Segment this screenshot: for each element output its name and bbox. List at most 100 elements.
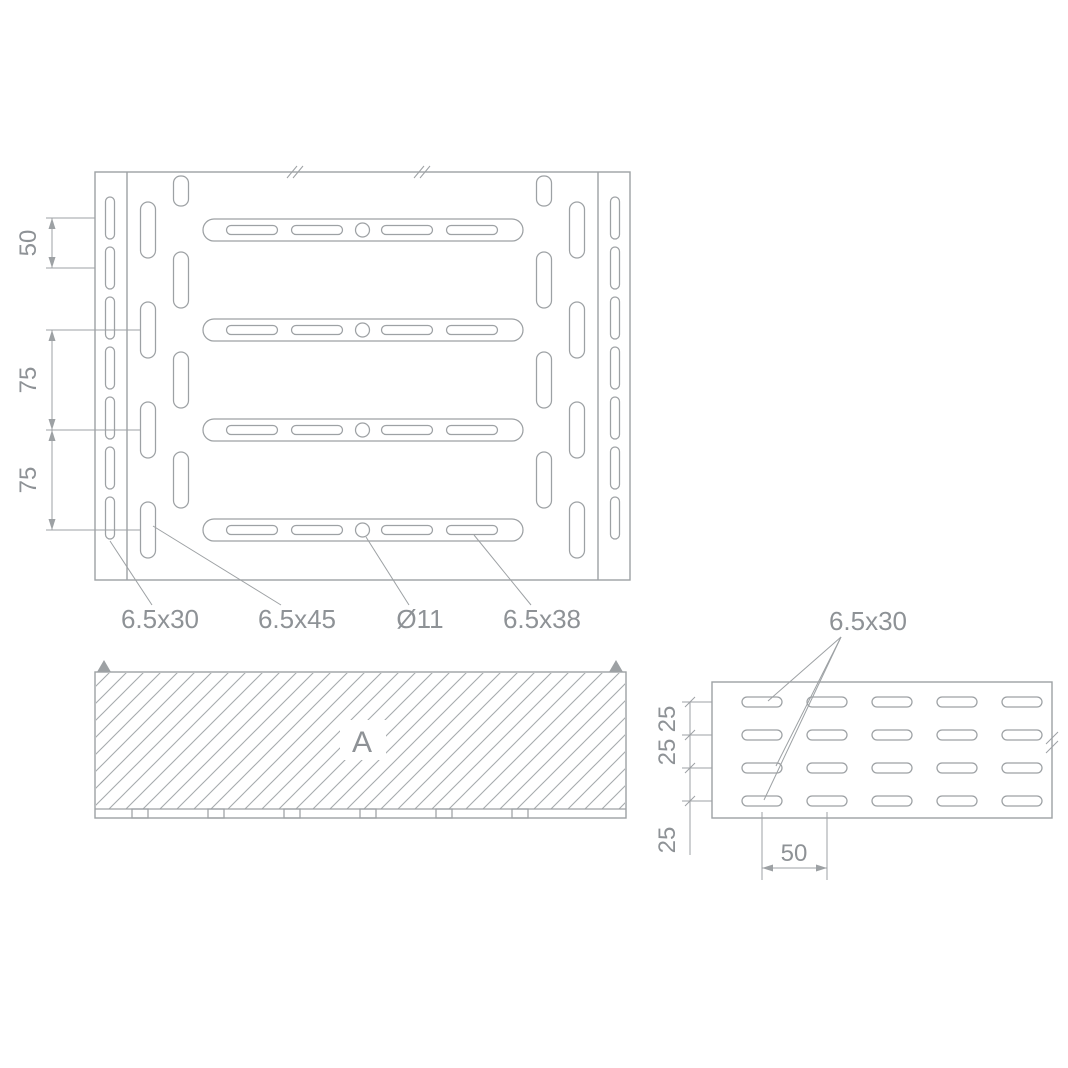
top-view: 50 75 75 [15,165,631,634]
callout-long-slot-label: 6.5x45 [258,604,336,634]
arrowhead [816,864,827,872]
dimension-75-lower: 75 [15,430,141,531]
slot [225,224,279,236]
slot [936,696,978,708]
slot [104,396,116,440]
section-label: A [352,726,372,759]
slot [380,324,434,336]
notch [207,808,225,819]
slot [445,524,499,536]
dimension-25-chain: 25 25 25 [654,696,712,855]
slot [936,762,978,774]
slot [104,296,116,340]
slot [172,175,190,207]
slot [535,175,553,207]
slot [380,424,434,436]
left-rail-hook [97,660,111,672]
side-view-outline [711,681,1053,819]
slot [172,351,190,409]
dimension-75-upper: 75 [15,329,141,431]
slot [871,696,913,708]
slot [445,324,499,336]
slot [535,351,553,409]
slot [806,762,848,774]
callout-floor-slot-label: 6.5x38 [503,604,581,634]
right-rail-hook [609,660,623,672]
floor-slot-row-2 [202,318,524,342]
arrowhead [48,330,56,341]
slot [568,401,586,459]
dim-50-label: 50 [15,230,42,257]
arrowhead [48,430,56,441]
slot [290,524,344,536]
arrowhead [48,257,56,268]
break-marks-top-edge [286,165,431,179]
bottom-notches [131,808,529,819]
arrowhead [48,419,56,430]
center-hole [354,322,371,338]
left-long-slot-column-inner [172,175,190,509]
slot [609,396,621,440]
floor-slot-row-3 [202,418,524,442]
slot [609,196,621,240]
left-long-slot-column-outer [139,201,157,559]
dimension-50-side-view: 50 [761,812,828,880]
center-hole [354,422,371,438]
dim-25-label-2: 25 [654,739,681,766]
slot [104,446,116,490]
slot [225,324,279,336]
slot [609,296,621,340]
slot [609,346,621,390]
row-rib [202,418,524,442]
slot [225,524,279,536]
callout-hole-label: Ø11 [396,604,443,634]
slot [535,251,553,309]
notch [359,808,377,819]
slot [139,401,157,459]
section-label-backdrop [340,720,386,760]
dim-25-label-3: 25 [654,827,681,854]
front-view: A [94,660,627,819]
slot [172,251,190,309]
slot [1001,795,1043,807]
slot [871,762,913,774]
callout-edge-slot-label: 6.5x30 [121,604,199,634]
slot [139,501,157,559]
slot [139,201,157,259]
slot [568,301,586,359]
slot [568,201,586,259]
row-rib [202,218,524,242]
slot [806,696,848,708]
arrowhead [48,519,56,530]
side-callout-slot-label: 6.5x30 [829,606,907,636]
right-long-slot-column-inner [535,175,553,509]
floor-slot-row-4 [202,518,524,542]
slot [1001,729,1043,741]
center-hole [354,222,371,238]
slot [290,224,344,236]
slot [1001,696,1043,708]
notch [131,808,149,819]
slot [104,496,116,540]
slot [936,729,978,741]
top-view-outline [94,171,631,581]
slot [290,324,344,336]
slot [609,496,621,540]
notch [283,808,301,819]
right-long-slot-column-outer [568,201,586,559]
slot [104,196,116,240]
dim-25-label-1: 25 [654,706,681,733]
row-rib [202,518,524,542]
left-edge-slots [104,196,116,540]
slot [104,346,116,390]
center-hole [354,522,371,538]
slot [609,446,621,490]
notch [435,808,453,819]
floor-slot-row-1 [202,218,524,242]
slot [741,762,783,774]
side-callout-leaders [763,636,842,801]
callout-leaders [109,525,532,606]
dim-50-side-label: 50 [781,840,808,867]
slot [1001,762,1043,774]
